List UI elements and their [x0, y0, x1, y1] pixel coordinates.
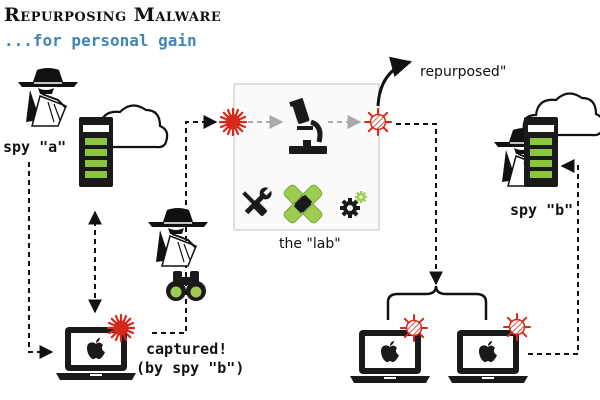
connector-lab-brace — [396, 123, 443, 286]
binoculars-icon — [166, 271, 206, 301]
slide-title: Repurposing Malware — [4, 4, 222, 26]
server-icon-right — [524, 117, 558, 187]
lab-label: the "lab" — [279, 236, 341, 252]
spy-a-label: spy "a" — [3, 138, 67, 156]
captured-label: captured! — [146, 340, 228, 358]
virus-icon-lab-in — [218, 107, 248, 137]
bandage-icon — [283, 184, 323, 224]
spy-b-label: spy "b" — [510, 201, 574, 219]
gear-icon — [340, 191, 367, 218]
repurposed-arrow — [376, 56, 413, 107]
tools-icon — [242, 187, 272, 216]
connector-laptop-spy-b — [528, 159, 579, 355]
connector-laptop-lab — [152, 115, 218, 334]
spy-a-icon — [17, 67, 79, 127]
virus-icon-captured — [106, 313, 136, 343]
server-icon-left — [79, 117, 113, 187]
virus-icon-laptop-right — [503, 313, 531, 341]
repurposed-label: repurposed" — [420, 64, 507, 80]
connector-spy-a-laptop — [28, 162, 54, 359]
slide-subtitle: ...for personal gain — [4, 31, 197, 50]
brace — [386, 285, 488, 320]
microscope-icon — [289, 97, 327, 154]
virus-icon-lab-out — [364, 108, 392, 136]
captured-by-label: (by spy "b") — [136, 359, 245, 377]
spy-lab-icon — [147, 207, 209, 267]
virus-icon-laptop-middle — [400, 314, 428, 342]
laptop-icon-middle — [350, 330, 430, 383]
